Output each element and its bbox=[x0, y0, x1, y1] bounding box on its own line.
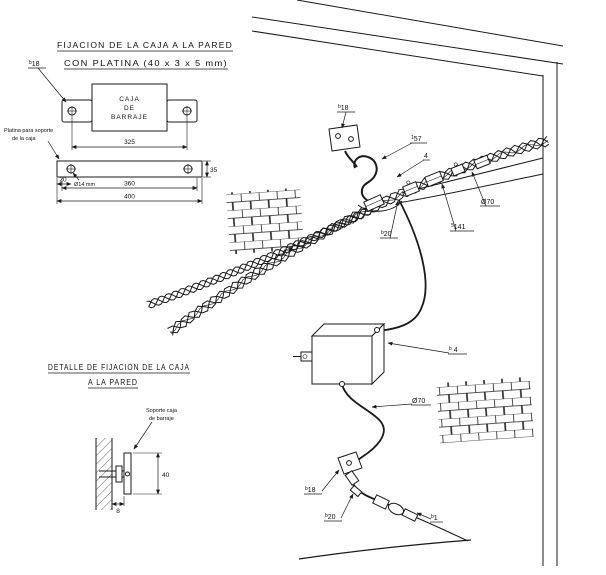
junction-box bbox=[293, 322, 386, 387]
wall-section-hatched bbox=[95, 438, 113, 510]
detail-title-line1: DETALLE DE FIJACION DE LA CAJA bbox=[48, 362, 190, 372]
hanger-link bbox=[344, 150, 358, 168]
hole-diameter-label: Ø14 mm bbox=[74, 182, 96, 188]
suspension-assembly bbox=[328, 124, 385, 212]
dim-40: 40 bbox=[162, 472, 170, 479]
box-top-fitting bbox=[374, 327, 380, 333]
bundle-strand-2 bbox=[172, 135, 548, 336]
hole-leader bbox=[72, 172, 80, 181]
dim-35: 35 bbox=[210, 167, 218, 174]
ground-line bbox=[298, 539, 472, 560]
box-front-face bbox=[311, 335, 373, 385]
lower-bracket bbox=[337, 451, 363, 498]
lower-bracket-plate bbox=[337, 451, 363, 475]
callout-b1: b1 bbox=[431, 514, 438, 522]
callout-o70-mid: Ø70 bbox=[412, 398, 425, 405]
wall-and-beam-lines bbox=[251, 0, 564, 566]
callout-b18-front: b18 bbox=[29, 60, 40, 68]
tap-wire-lower bbox=[397, 173, 544, 204]
bundle-strand-1 bbox=[169, 140, 550, 334]
support-bracket bbox=[99, 452, 132, 495]
drop-cable-upper bbox=[377, 199, 427, 332]
tap-wire-upper bbox=[401, 157, 544, 194]
main-title-line1: FIJACION DE LA CAJA A LA PARED bbox=[57, 40, 233, 50]
front-view-drawing: FIJACION DE LA CAJA A LA PARED CON PLATI… bbox=[4, 40, 233, 204]
support-plate-bar bbox=[56, 160, 203, 178]
box-bottom-fitting bbox=[339, 381, 345, 387]
anchor-plate bbox=[328, 124, 361, 152]
support-note-line1: Soporte caja bbox=[146, 408, 178, 414]
bundle-grip-clamp bbox=[363, 194, 385, 212]
box-mounting-tab bbox=[300, 351, 313, 362]
dim-400: 400 bbox=[124, 194, 135, 201]
busbar-box-label-2: DE bbox=[124, 105, 135, 112]
support-note-line2: de barraje bbox=[149, 416, 174, 422]
bundle-strand-4 bbox=[170, 139, 548, 334]
plate-bolts bbox=[66, 164, 193, 174]
callout-4: 4 bbox=[424, 153, 428, 160]
mounting-holes bbox=[67, 106, 192, 116]
callout-b20-low: b20 bbox=[325, 513, 336, 521]
detail-title-line2: A LA PARED bbox=[88, 377, 138, 387]
busbar-box-label-3: BARRAJE bbox=[111, 114, 148, 121]
bundle2-strand-1 bbox=[148, 208, 376, 309]
callout-157: 157 bbox=[411, 135, 422, 143]
callout-b18-low: b18 bbox=[305, 486, 316, 494]
busbar-box-label-1: CAJA bbox=[119, 96, 140, 103]
cable-clamps bbox=[401, 154, 491, 197]
support-note-leader bbox=[133, 421, 153, 450]
side-view-drawing: DETALLE DE FIJACION DE LA CAJA A LA PARE… bbox=[48, 362, 190, 515]
callout-b18-top: b18 bbox=[338, 104, 349, 112]
callout-b20-mid: b20 bbox=[381, 230, 392, 238]
bundle2-strand-2 bbox=[148, 205, 374, 308]
perspective-drawing: b18 157 4 Ø70 5141 b20 b4 Ø70 b1 bbox=[146, 0, 564, 566]
plate-note-leader bbox=[47, 140, 60, 160]
suspension-hook bbox=[353, 155, 378, 202]
brick-pattern-lower bbox=[436, 376, 534, 444]
drop-cable-tail bbox=[414, 516, 469, 542]
plate-note-line2: de la caja bbox=[12, 136, 36, 142]
dim-20: 20 bbox=[59, 177, 67, 184]
callout-5141: 5141 bbox=[451, 223, 466, 231]
bundle-strand-3 bbox=[167, 137, 549, 329]
plate-note-line1: Platina para soporte bbox=[4, 128, 53, 134]
dim-325: 325 bbox=[124, 139, 135, 146]
brick-pattern-upper bbox=[225, 187, 305, 255]
callout-o70-top: Ø70 bbox=[481, 199, 494, 206]
main-title-line2: CON PLATINA (40 x 3 x 5 mm) bbox=[64, 58, 228, 68]
dim-360: 360 bbox=[124, 181, 135, 188]
cable-end-connector bbox=[372, 494, 419, 522]
dim-8: 8 bbox=[116, 508, 120, 515]
bundle2-strand-3 bbox=[146, 205, 374, 306]
callout-leader bbox=[37, 67, 67, 103]
